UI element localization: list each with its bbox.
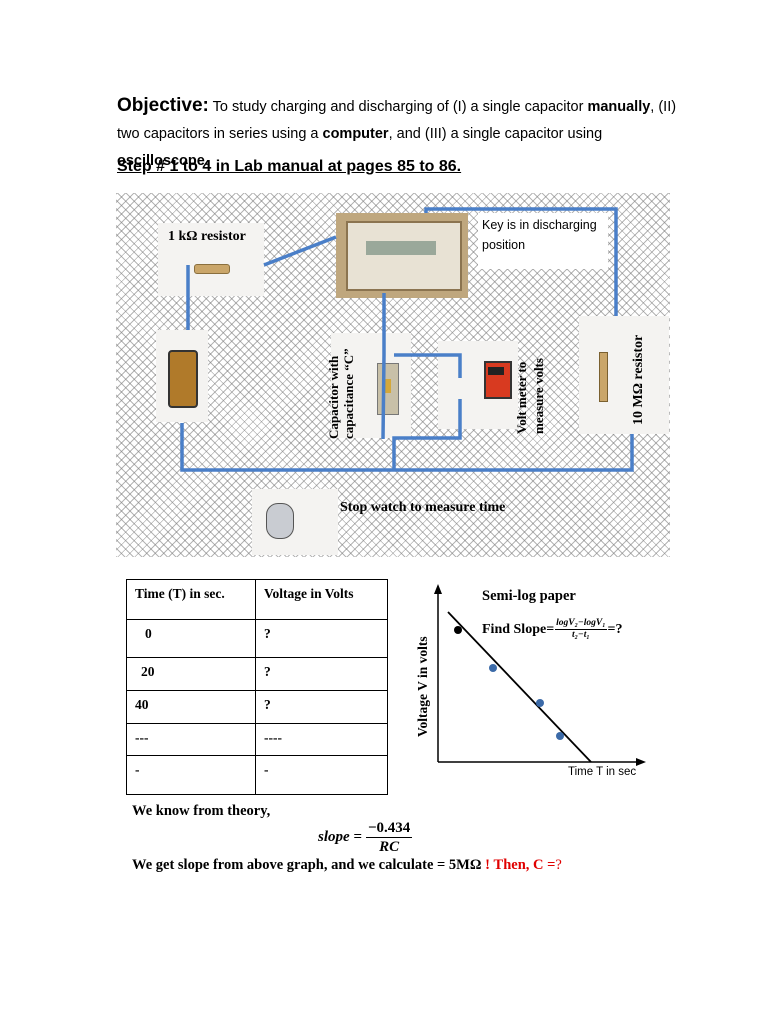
wire-bottom: [180, 423, 634, 472]
circuit-wires: [180, 207, 634, 472]
semilog-graph: Semi-log paper Find Slope= logV₂−logV₁ t…: [415, 582, 648, 782]
stopwatch-icon: [266, 503, 294, 539]
data-table: Time (T) in sec. Voltage in Volts 0 ? 20…: [126, 579, 388, 795]
wire-meter-down: [392, 399, 462, 470]
x-arrow-icon: [636, 758, 646, 766]
resistor-10m-photo: 10 MΩ resistor: [579, 316, 669, 434]
theory-line: We know from theory,: [132, 803, 271, 819]
stopwatch-photo: [252, 489, 338, 555]
data-point: [489, 664, 497, 672]
y-axis-label: Voltage V in volts: [415, 636, 430, 737]
circuit-diagram: 1 kΩ resistor Key is in discharging posi…: [116, 193, 670, 557]
x-axis-label: Time T in sec: [568, 766, 637, 778]
table-cell: ?: [255, 657, 388, 691]
wire-switch-to-10m: [424, 207, 618, 316]
wire-top: [263, 235, 337, 267]
objective-label: Objective:: [117, 95, 209, 116]
table-cell: ?: [255, 619, 388, 658]
battery-photo: [156, 330, 208, 422]
step-heading: Step # 1 to 4 in Lab manual at pages 85 …: [117, 158, 462, 175]
table-cell: -: [126, 755, 256, 795]
wire-switch-down: [381, 293, 386, 440]
resistor-icon: [194, 264, 230, 274]
wire-cap-to-meter: [394, 353, 462, 378]
table-cell: 40: [126, 690, 256, 724]
graph-title: Semi-log paper: [482, 588, 576, 604]
slope-formula: Find Slope= logV₂−logV₁ t₂−t₁ =?: [482, 618, 623, 640]
fit-line: [447, 611, 592, 763]
data-point: [454, 626, 462, 634]
table-header-time: Time (T) in sec.: [126, 579, 256, 620]
table-cell: ----: [255, 723, 388, 756]
table-cell: 20: [126, 657, 256, 691]
battery-icon: [168, 350, 198, 408]
stopwatch-label: Stop watch to measure time: [340, 500, 506, 515]
table-cell: -: [255, 755, 388, 795]
key-note-box: Key is in discharging position: [478, 213, 608, 269]
key-switch-photo: [336, 213, 468, 298]
data-point: [536, 699, 544, 707]
calculation-line: We get slope from above graph, and we ca…: [132, 857, 562, 873]
data-point: [556, 732, 564, 740]
resistor-1k-photo: 1 kΩ resistor: [158, 223, 264, 296]
objective-paragraph: Objective: To study charging and dischar…: [117, 95, 677, 169]
table-header-voltage: Voltage in Volts: [255, 579, 388, 620]
graph-axes: [434, 584, 646, 766]
table-cell: ?: [255, 690, 388, 724]
key-note-text: Key is in discharging position: [482, 218, 597, 252]
table-cell: 0: [126, 619, 256, 658]
y-arrow-icon: [434, 584, 442, 594]
switch-board-icon: [346, 221, 462, 291]
resistor-1k-label: 1 kΩ resistor: [168, 229, 246, 244]
resistor-icon-10m: [599, 352, 608, 402]
table-cell: ---: [126, 723, 256, 756]
slope-equation: slope = −0.434 RC: [318, 820, 413, 855]
